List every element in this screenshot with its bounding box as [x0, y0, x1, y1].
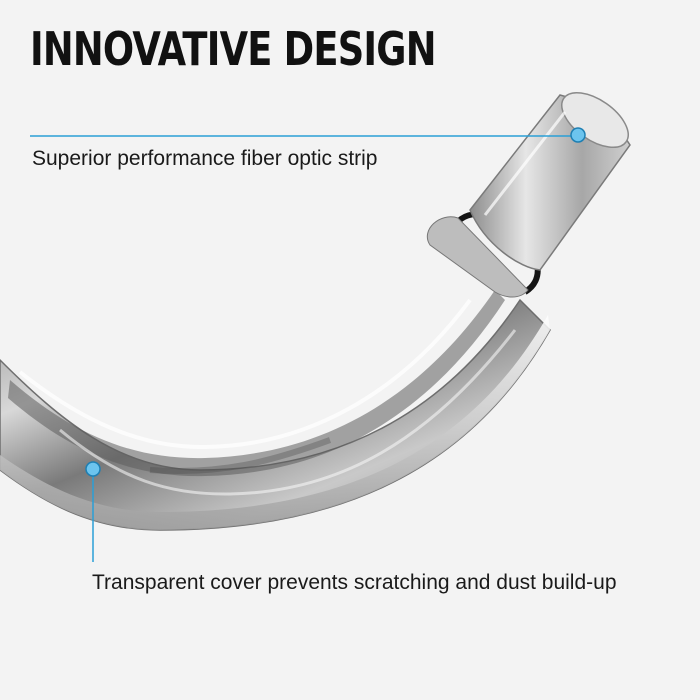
callout-label-fiber: Superior performance fiber optic strip [32, 147, 378, 170]
page-title: INNOVATIVE DESIGN [30, 22, 437, 76]
callout-dot-fiber [570, 127, 586, 143]
fiber-optic-tube [469, 91, 631, 271]
callout-dot-cover [85, 461, 101, 477]
callout-label-cover: Transparent cover prevents scratching an… [92, 571, 617, 594]
strip-body [0, 290, 551, 531]
